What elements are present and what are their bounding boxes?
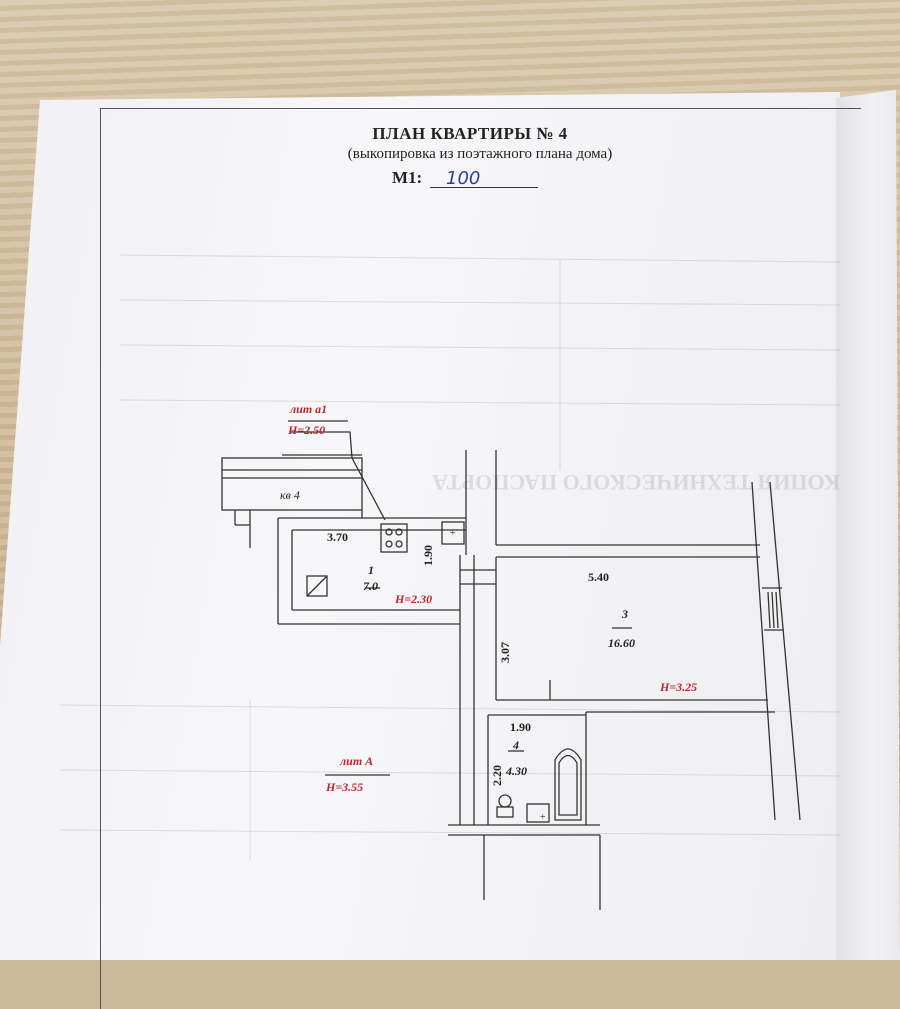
document-subtitle: (выкопировка из поэтажного плана дома) <box>347 146 613 162</box>
room4-dim-width: 1.90 <box>510 720 531 734</box>
room1-dim-length: 1.90 <box>421 545 435 566</box>
annex-leader-line <box>290 431 386 521</box>
room4-number: 4 <box>513 738 519 752</box>
main-building-name: лит А <box>340 754 374 768</box>
room4-dim-length: 2.20 <box>490 765 504 786</box>
room4-area: 4.30 <box>506 764 527 778</box>
svg-text:+: + <box>450 528 456 539</box>
scale-value-handwritten: 100 <box>446 168 481 189</box>
scale-underline <box>430 187 538 188</box>
main-building-height: Н=3.55 <box>326 780 364 794</box>
neighbor-apartment-label: кв 4 <box>280 488 300 502</box>
svg-text:КОПИЯ ТЕХНИЧЕСКОГО ПАСПОРТА: КОПИЯ ТЕХНИЧЕСКОГО ПАСПОРТА <box>432 470 840 495</box>
toilet <box>498 794 512 808</box>
stove <box>380 523 408 553</box>
document-title: ПЛАН КВАРТИРЫ № 4 <box>372 124 568 143</box>
room1-height: Н=2.30 <box>395 592 433 606</box>
bleed-through-marks: КОПИЯ ТЕХНИЧЕСКОГО ПАСПОРТА <box>59 254 841 860</box>
room3-dim-length: 3.07 <box>498 642 512 663</box>
document-sheet <box>0 92 840 960</box>
annex-block <box>221 457 363 511</box>
annex-name: лит а1 <box>290 402 328 416</box>
svg-text:+: + <box>540 812 546 823</box>
room3-number: 3 <box>622 607 628 621</box>
room1-number: 1 <box>368 563 374 577</box>
furnace <box>306 575 328 597</box>
bathtub <box>554 748 582 821</box>
annex-height: Н=2.50 <box>288 423 326 437</box>
scale-label: М1: <box>392 168 423 187</box>
floor-plan: + + <box>221 420 801 910</box>
document-frame <box>100 108 861 1009</box>
kitchen-sink <box>441 521 465 545</box>
room1-dim-width: 3.70 <box>327 530 348 544</box>
room1-area: 7.0 <box>363 579 378 593</box>
room3-dim-width: 5.40 <box>588 570 609 584</box>
underlying-sheet <box>836 90 900 960</box>
room3-height: Н=3.25 <box>660 680 698 694</box>
sink <box>526 803 550 823</box>
room3-area: 16.60 <box>608 636 635 650</box>
